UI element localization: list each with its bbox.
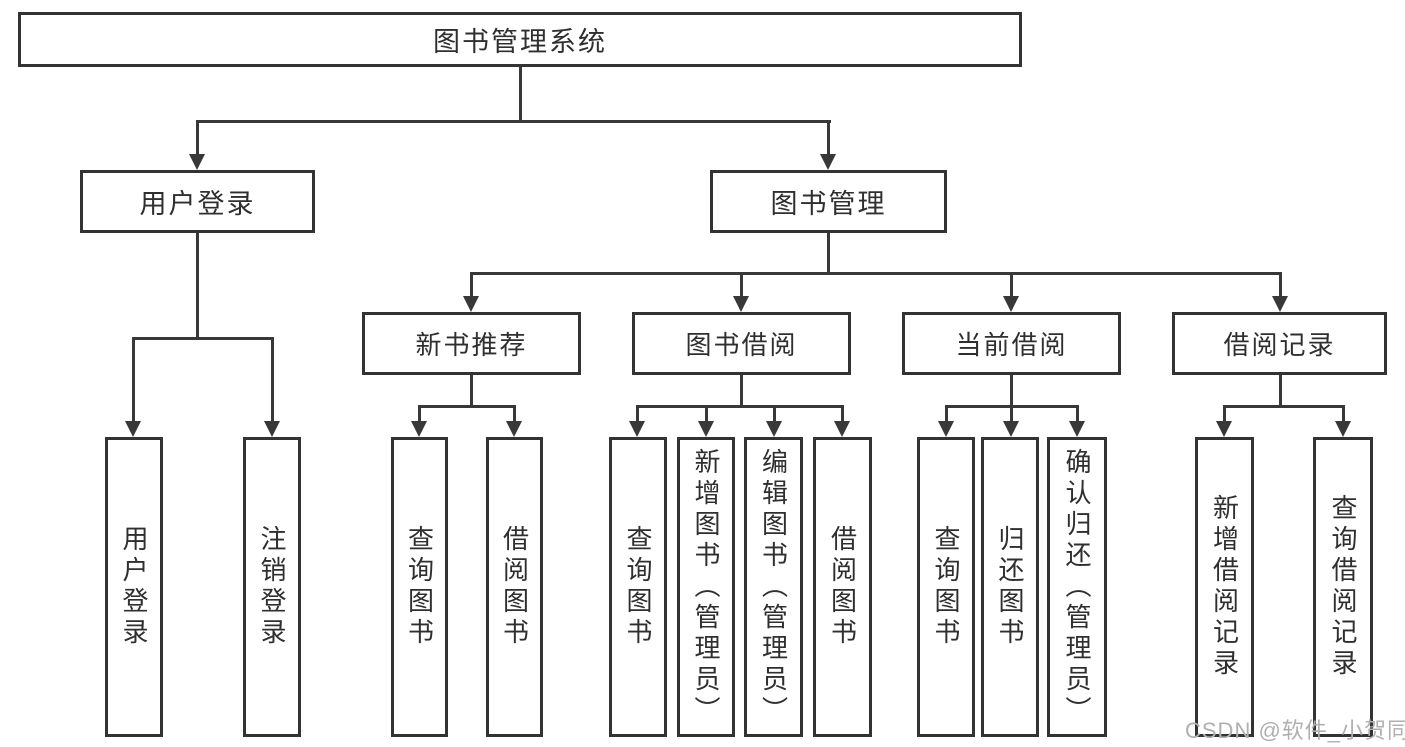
node-user-login: 用户登录 xyxy=(80,170,315,233)
connector-line xyxy=(841,405,844,423)
leaf-borrow-query-books-label: 查询图书 xyxy=(623,525,653,649)
connector-line xyxy=(196,120,199,156)
arrow-down-icon xyxy=(938,421,954,437)
connector-line xyxy=(418,405,515,408)
leaf-borrow-edit-books-admin-label: 编辑图书（管理员） xyxy=(758,447,789,727)
connector-line xyxy=(1223,405,1226,423)
connector-line xyxy=(636,405,843,408)
leaf-recommend-borrow-books-label: 借阅图书 xyxy=(499,525,530,649)
connector-line xyxy=(519,67,522,121)
node-book-management-label: 图书管理 xyxy=(770,189,887,219)
csdn-watermark: CSDN @软件_小贺同学 xyxy=(1185,718,1405,743)
connector-line xyxy=(132,337,135,423)
connector-line xyxy=(1279,375,1282,406)
arrow-down-icon xyxy=(698,421,714,437)
arrow-down-icon xyxy=(1216,421,1232,437)
node-root-label: 图书管理系统 xyxy=(433,27,607,57)
connector-line xyxy=(1342,405,1345,423)
node-borrow-records-label: 借阅记录 xyxy=(1223,330,1336,360)
connector-line xyxy=(740,375,743,406)
arrow-down-icon xyxy=(820,154,836,170)
leaf-borrow-borrow-books-label: 借阅图书 xyxy=(827,525,858,649)
arrow-down-icon xyxy=(411,421,427,437)
node-root: 图书管理系统 xyxy=(18,12,1022,67)
connector-line xyxy=(1223,405,1344,408)
arrow-down-icon xyxy=(1335,421,1351,437)
node-book-borrow: 图书借阅 xyxy=(632,312,851,375)
leaf-records-query-record: 查询借阅记录 xyxy=(1313,437,1373,737)
connector-line xyxy=(1076,405,1079,423)
leaf-current-return-books-label: 归还图书 xyxy=(995,525,1025,649)
arrow-down-icon xyxy=(1272,296,1288,312)
node-book-management: 图书管理 xyxy=(710,170,947,233)
node-new-book-recommend: 新书推荐 xyxy=(362,312,581,375)
connector-line xyxy=(1279,272,1282,298)
node-borrow-records: 借阅记录 xyxy=(1172,312,1387,375)
leaf-current-confirm-return-admin: 确认归还（管理员） xyxy=(1047,437,1107,737)
leaf-current-query-books-label: 查询图书 xyxy=(931,525,961,649)
leaf-user-login-label: 用户登录 xyxy=(119,525,149,649)
connector-line xyxy=(1010,375,1013,406)
leaf-current-query-books: 查询图书 xyxy=(917,437,975,737)
connector-line xyxy=(1010,272,1013,298)
arrow-down-icon xyxy=(189,154,205,170)
connector-line xyxy=(470,272,1281,275)
connector-line xyxy=(196,233,199,337)
leaf-logout: 注销登录 xyxy=(243,437,301,737)
arrow-down-icon xyxy=(1069,421,1085,437)
leaf-borrow-add-books-admin-label: 新增图书（管理员） xyxy=(691,447,721,727)
connector-line xyxy=(470,375,473,406)
arrow-down-icon xyxy=(834,421,850,437)
leaf-borrow-borrow-books: 借阅图书 xyxy=(813,437,872,737)
arrow-down-icon xyxy=(1003,421,1019,437)
connector-line xyxy=(773,405,776,423)
node-current-borrow-label: 当前借阅 xyxy=(955,330,1068,360)
arrow-down-icon xyxy=(733,296,749,312)
leaf-records-add-record: 新增借阅记录 xyxy=(1195,437,1254,737)
connector-line xyxy=(827,120,830,156)
leaf-records-query-record-label: 查询借阅记录 xyxy=(1328,494,1358,680)
arrow-down-icon xyxy=(506,421,522,437)
arrow-down-icon xyxy=(1003,296,1019,312)
leaf-current-confirm-return-admin-label: 确认归还（管理员） xyxy=(1062,447,1092,727)
leaf-current-return-books: 归还图书 xyxy=(981,437,1039,737)
arrow-down-icon xyxy=(766,421,782,437)
arrow-down-icon xyxy=(264,421,280,437)
connector-line xyxy=(740,272,743,298)
node-new-book-recommend-label: 新书推荐 xyxy=(415,330,528,360)
connector-line xyxy=(827,233,830,274)
leaf-logout-label: 注销登录 xyxy=(257,525,287,649)
leaf-borrow-edit-books-admin: 编辑图书（管理员） xyxy=(744,437,803,737)
arrow-down-icon xyxy=(125,421,141,437)
leaf-recommend-query-books-label: 查询图书 xyxy=(404,525,435,649)
connector-line xyxy=(132,337,273,340)
connector-line xyxy=(705,405,708,423)
connector-line xyxy=(418,405,421,423)
leaf-recommend-query-books: 查询图书 xyxy=(391,437,448,737)
connector-line xyxy=(513,405,516,423)
leaf-user-login: 用户登录 xyxy=(105,437,163,737)
node-book-borrow-label: 图书借阅 xyxy=(685,330,798,360)
arrow-down-icon xyxy=(463,296,479,312)
connector-line xyxy=(1010,405,1013,423)
connector-line xyxy=(271,337,274,423)
leaf-records-add-record-label: 新增借阅记录 xyxy=(1209,494,1240,680)
arrow-down-icon xyxy=(629,421,645,437)
leaf-borrow-query-books: 查询图书 xyxy=(609,437,667,737)
connector-line xyxy=(470,272,473,298)
connector-line xyxy=(636,405,639,423)
node-current-borrow: 当前借阅 xyxy=(902,312,1121,375)
connector-line xyxy=(945,405,948,423)
leaf-recommend-borrow-books: 借阅图书 xyxy=(486,437,543,737)
connector-line xyxy=(196,120,831,123)
node-user-login-label: 用户登录 xyxy=(139,189,256,219)
leaf-borrow-add-books-admin: 新增图书（管理员） xyxy=(677,437,735,737)
